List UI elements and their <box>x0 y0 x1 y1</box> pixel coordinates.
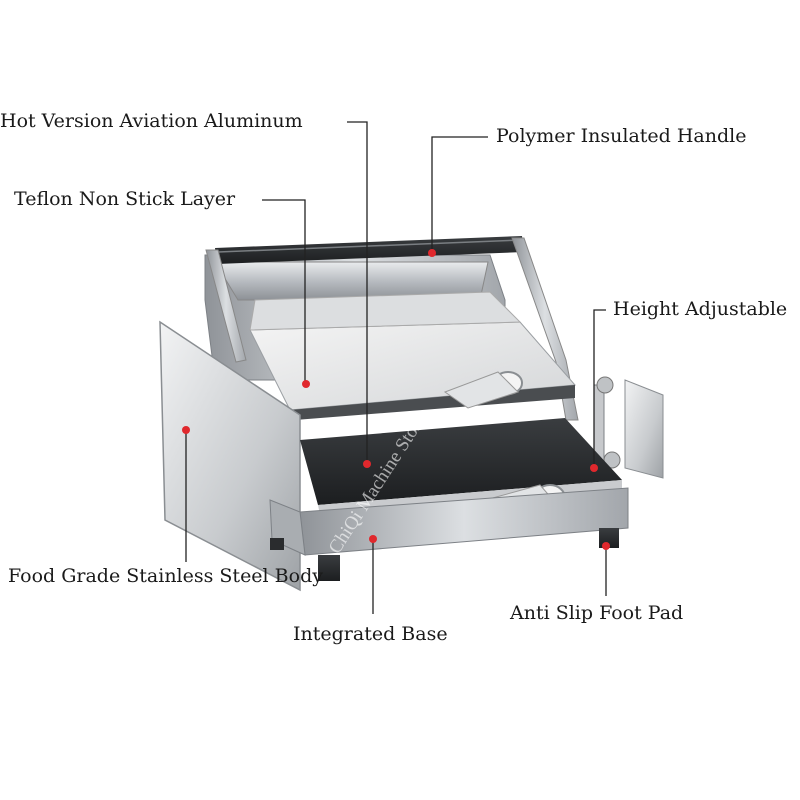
leader-handle <box>431 136 488 252</box>
marker-body <box>182 426 190 434</box>
leader-aluminum <box>347 121 368 462</box>
handle-arm-left <box>205 249 247 363</box>
leader-height <box>593 309 606 467</box>
marker-teflon <box>302 380 310 388</box>
marker-height <box>590 464 598 472</box>
foot-pad-front-left <box>318 555 340 581</box>
label-anti-slip-foot: Anti Slip Foot Pad <box>510 602 684 624</box>
label-stainless-body: Food Grade Stainless Steel Body <box>8 565 323 587</box>
label-insulated-handle: Polymer Insulated Handle <box>496 125 747 147</box>
marker-handle <box>428 249 436 257</box>
marker-base <box>369 535 377 543</box>
marker-aluminum <box>363 460 371 468</box>
lower-aluminum-plate <box>300 418 622 505</box>
left-side-panel <box>159 320 301 592</box>
label-aviation-aluminum: Hot Version Aviation Aluminum <box>0 110 303 132</box>
leader-lines <box>185 121 607 614</box>
grill-machine <box>159 236 664 592</box>
markers <box>182 249 610 550</box>
marker-foot <box>602 542 610 550</box>
right-side-panel <box>624 379 664 479</box>
label-teflon-layer: Teflon Non Stick Layer <box>14 188 236 210</box>
label-height-adjustable: Height Adjustable <box>613 298 788 320</box>
leader-teflon <box>262 199 306 382</box>
label-integrated-base: Integrated Base <box>293 623 448 645</box>
